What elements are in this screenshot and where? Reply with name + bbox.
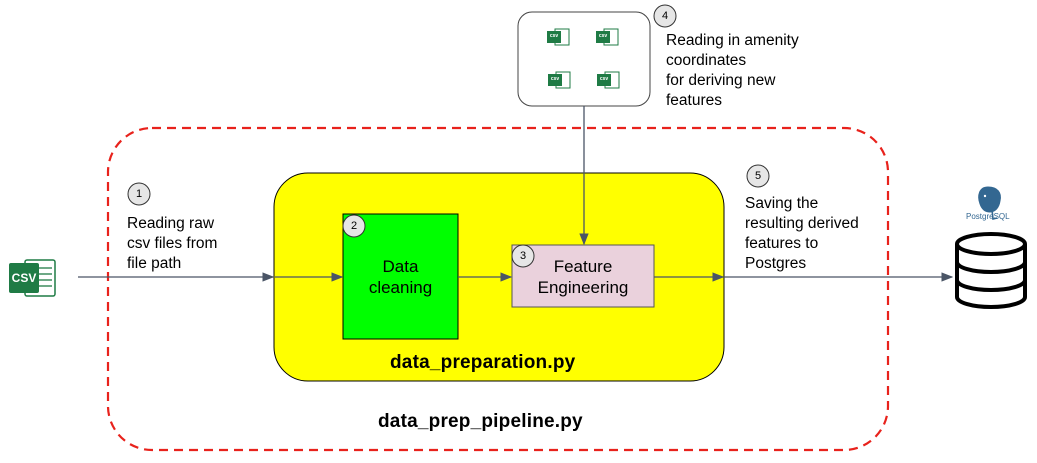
- step-2-number: 2: [350, 220, 358, 232]
- database-icon: [955, 232, 1027, 309]
- mini-csv-icon-2: [596, 28, 619, 46]
- step-5-number: 5: [754, 170, 762, 182]
- step-3-circle: [511, 244, 535, 268]
- step-circles: [127, 4, 770, 268]
- pipeline-boundary: [106, 126, 890, 452]
- engineering-label: Feature Engineering: [537, 257, 629, 297]
- csv-icon-label: CSV: [11, 271, 37, 285]
- mini-csv-label-2: csv: [598, 33, 608, 39]
- step-4-label: Reading in amenity coordinates for deriv…: [666, 32, 799, 109]
- step-4-number: 4: [661, 10, 669, 22]
- cleaning-label: Data cleaning: [368, 257, 433, 297]
- step-5-circle: [746, 164, 770, 188]
- step-5-label: Saving the resulting derived features to…: [745, 195, 859, 272]
- mini-csv-label-3: csv: [550, 76, 560, 82]
- step-4-circle: [653, 4, 677, 28]
- mini-csv-icon-4: [597, 71, 620, 89]
- pipeline-title: data_prep_pipeline.py: [378, 411, 583, 432]
- step-1-circle: [127, 182, 151, 206]
- preparation-title: data_preparation.py: [390, 352, 576, 373]
- step-3-number: 3: [519, 250, 527, 262]
- postgresql-label: PostgreSQL: [966, 212, 1010, 221]
- mini-csv-label-4: csv: [599, 76, 609, 82]
- step-2-circle: [342, 214, 366, 238]
- mini-csv-icon-3: [548, 71, 571, 89]
- step-1-label: Reading raw csv files from file path: [127, 215, 218, 272]
- postgresql-logo-icon: [977, 185, 1002, 220]
- cleaning-box: [342, 213, 459, 340]
- mini-csv-label-1: csv: [549, 33, 559, 39]
- step-1-number: 1: [135, 188, 143, 200]
- mini-csv-icon-1: [547, 28, 570, 46]
- csv-file-icon: [9, 259, 56, 297]
- amenity-box: [517, 11, 651, 107]
